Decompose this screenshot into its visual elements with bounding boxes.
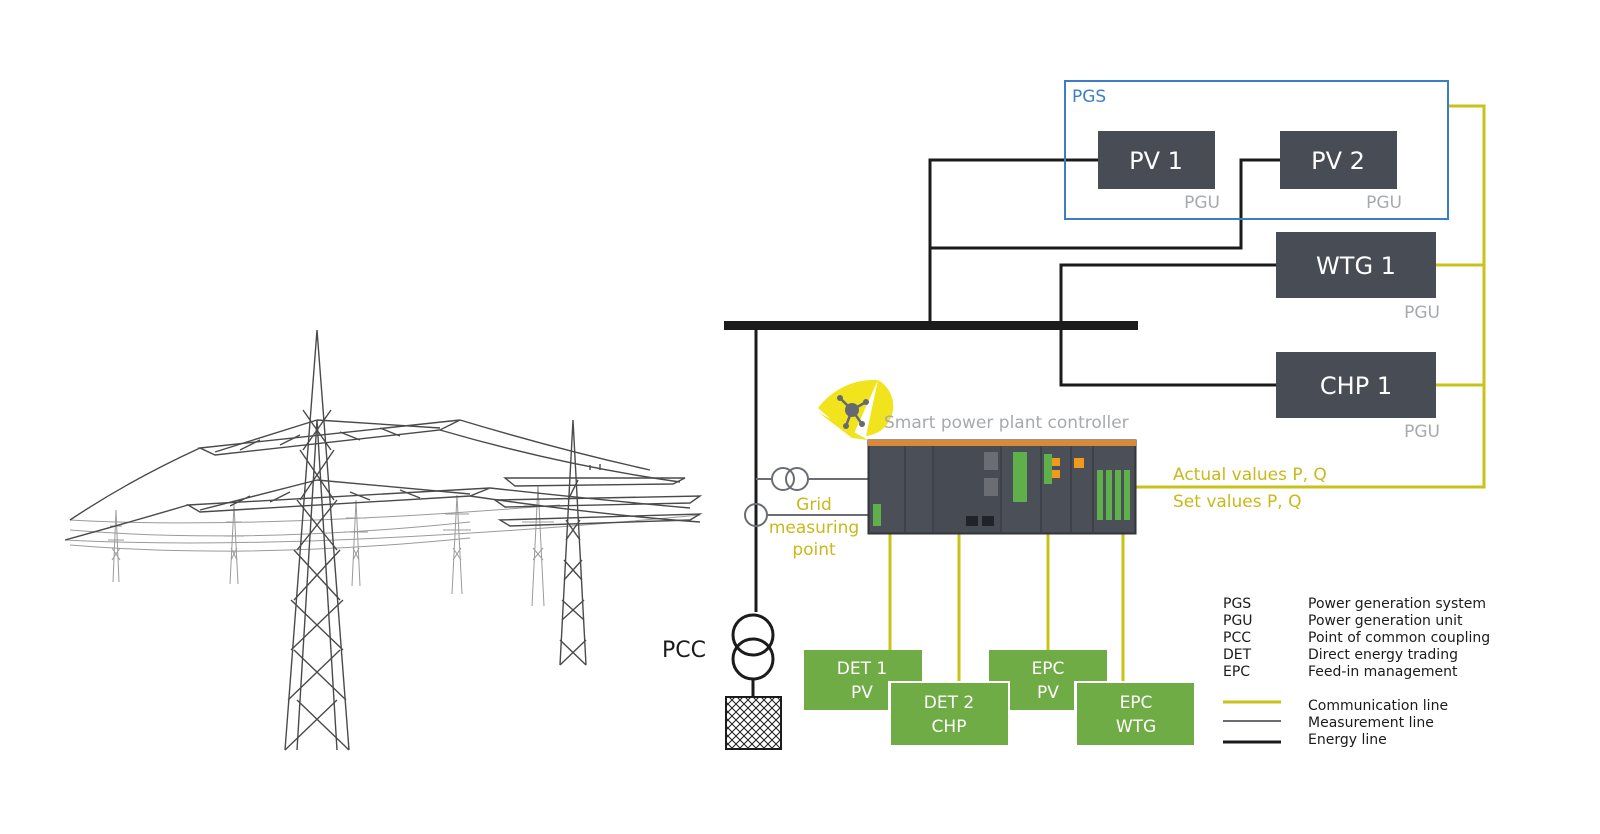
legend-abbr-pcc: PCC: [1223, 630, 1251, 646]
grid-measuring-label-2: measuring: [769, 518, 859, 538]
busbar: [724, 321, 1138, 330]
communication-lines: [888, 104, 1486, 683]
legend-text-pgs: Power generation system: [1308, 596, 1486, 612]
pv1-pgu-label: PGU: [1184, 193, 1220, 213]
controller-hardware[interactable]: [867, 439, 1137, 535]
controller-label: Smart power plant controller: [884, 413, 1129, 433]
voltage-transformer-icon: [785, 467, 809, 491]
legend-abbr-pgs: PGS: [1223, 596, 1251, 612]
pcc-transformer-icon: [731, 613, 775, 681]
epc-wtg-box[interactable]: EPC WTG: [1074, 681, 1196, 747]
epc-pv-label-1: EPC: [1032, 659, 1065, 679]
epc-wtg-label-2: WTG: [1116, 717, 1156, 737]
wtg1-unit[interactable]: WTG 1 PGU: [1276, 232, 1440, 323]
chp1-pgu-label: PGU: [1404, 422, 1440, 442]
legend-text-det: Direct energy trading: [1308, 647, 1458, 663]
pv1-unit[interactable]: PV 1 PGU: [1098, 131, 1220, 213]
wtg1-label: WTG 1: [1316, 252, 1396, 280]
measurement-lines: [744, 467, 868, 527]
chp1-label: CHP 1: [1320, 372, 1392, 400]
det2-box[interactable]: DET 2 CHP: [888, 681, 1010, 747]
pgs-group-box: [1064, 80, 1449, 220]
set-values-label: Set values P, Q: [1173, 492, 1301, 512]
legend-measurement-line-text: Measurement line: [1308, 715, 1434, 731]
transmission-towers-illustration: [64, 329, 703, 751]
grid-measuring-label-1: Grid: [796, 495, 832, 515]
epc-pv-label-2: PV: [1037, 683, 1059, 703]
grid-measuring-label-3: point: [792, 540, 836, 560]
actual-values-label: Actual values P, Q: [1173, 465, 1327, 485]
det2-label-2: CHP: [932, 717, 967, 737]
grid-connection-icon: [725, 696, 782, 750]
wtg1-pgu-label: PGU: [1404, 303, 1440, 323]
pv2-label: PV 2: [1311, 147, 1365, 175]
pgs-label: PGS: [1072, 87, 1106, 107]
epc-wtg-label-1: EPC: [1120, 693, 1153, 713]
legend: PGS Power generation system PGU Power ge…: [1223, 596, 1490, 748]
legend-communication-line-text: Communication line: [1308, 698, 1448, 714]
det2-label-1: DET 2: [924, 693, 974, 713]
current-transformer-icon: [771, 467, 795, 491]
pv1-label: PV 1: [1129, 147, 1183, 175]
det1-label-2: PV: [851, 683, 873, 703]
legend-energy-line-text: Energy line: [1308, 732, 1387, 748]
pv2-pgu-label: PGU: [1366, 193, 1402, 213]
legend-abbr-pgu: PGU: [1223, 613, 1253, 629]
det1-label-1: DET 1: [837, 659, 887, 679]
energy-lines: [724, 158, 1280, 697]
legend-abbr-epc: EPC: [1223, 664, 1250, 680]
chp1-unit[interactable]: CHP 1 PGU: [1276, 352, 1440, 442]
legend-text-pcc: Point of common coupling: [1308, 630, 1490, 646]
controller-logo-icon: [818, 379, 894, 440]
legend-abbr-det: DET: [1223, 647, 1252, 663]
legend-text-epc: Feed-in management: [1308, 664, 1458, 680]
pcc-label: PCC: [662, 638, 706, 663]
legend-text-pgu: Power generation unit: [1308, 613, 1463, 629]
pv2-unit[interactable]: PV 2 PGU: [1280, 131, 1402, 213]
